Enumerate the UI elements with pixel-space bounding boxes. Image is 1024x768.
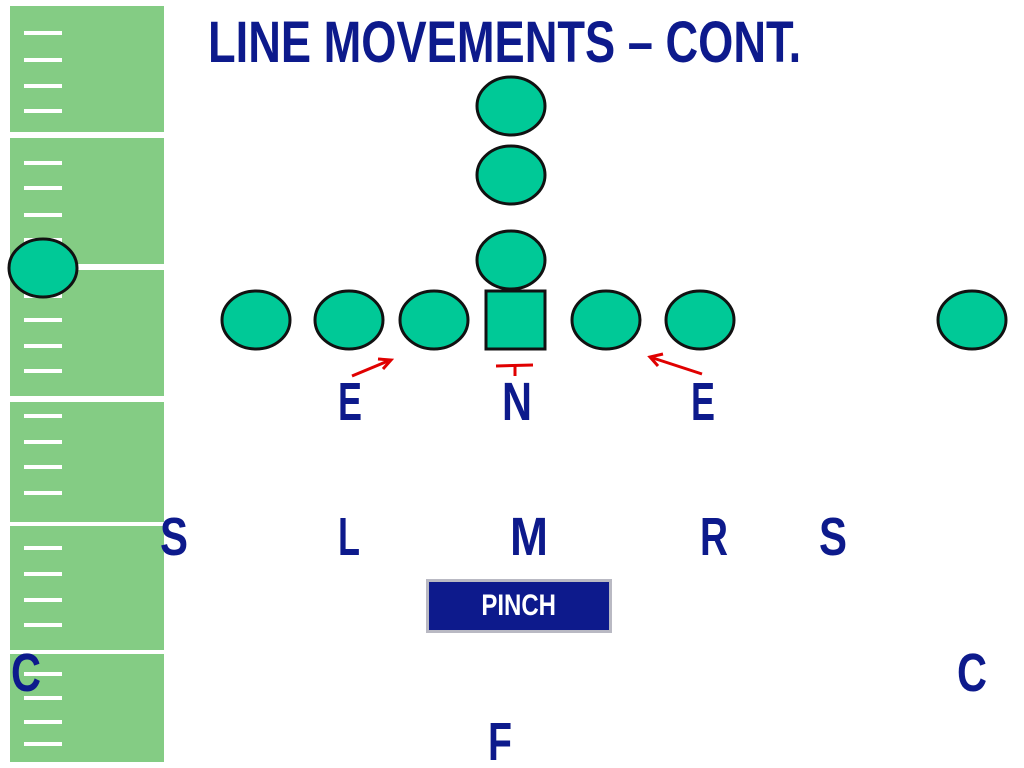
defender-left-linebacker: L (338, 507, 360, 567)
line-movement-arrows (351, 352, 703, 378)
field-sideline (10, 6, 164, 762)
defender-left-end: E (338, 372, 362, 432)
pinch-call-box: PINCH (426, 579, 612, 633)
field-segment (10, 402, 164, 522)
offense-player-right-tackle (664, 289, 736, 351)
offense-player-fullback (475, 144, 547, 206)
defender-right-safety: S (819, 507, 847, 567)
offense-player-quarterback (475, 229, 547, 291)
offense-player-left-tackle (313, 289, 385, 351)
right-end-pinch-arrow (647, 352, 703, 376)
nose-pinch-arrow (495, 363, 534, 376)
defender-nose: N (502, 372, 532, 432)
offense-player-right-guard (570, 289, 642, 351)
defender-free-safety: F (488, 712, 512, 768)
left-end-pinch-arrow (351, 357, 395, 378)
defender-right-linebacker: R (700, 507, 728, 567)
defender-middle-linebacker: M (510, 507, 548, 567)
defender-left-corner: C (11, 643, 41, 703)
offense-player-center (484, 289, 547, 351)
defender-left-safety: S (160, 507, 188, 567)
yard-hash-marks (24, 31, 62, 746)
offense-player-split-end (220, 289, 292, 351)
defender-right-corner: C (957, 643, 987, 703)
slide-title: LINE MOVEMENTS – CONT. (208, 10, 802, 75)
offense-formation (7, 75, 1008, 351)
offense-player-wing-left (7, 237, 79, 299)
defender-right-end: E (691, 372, 715, 432)
offense-player-tailback (475, 75, 547, 137)
call-label: PINCH (481, 589, 557, 622)
offense-player-left-guard (398, 289, 470, 351)
defense-formation: E N E S L M R S C C F (11, 372, 987, 768)
offense-player-split-right (936, 289, 1008, 351)
